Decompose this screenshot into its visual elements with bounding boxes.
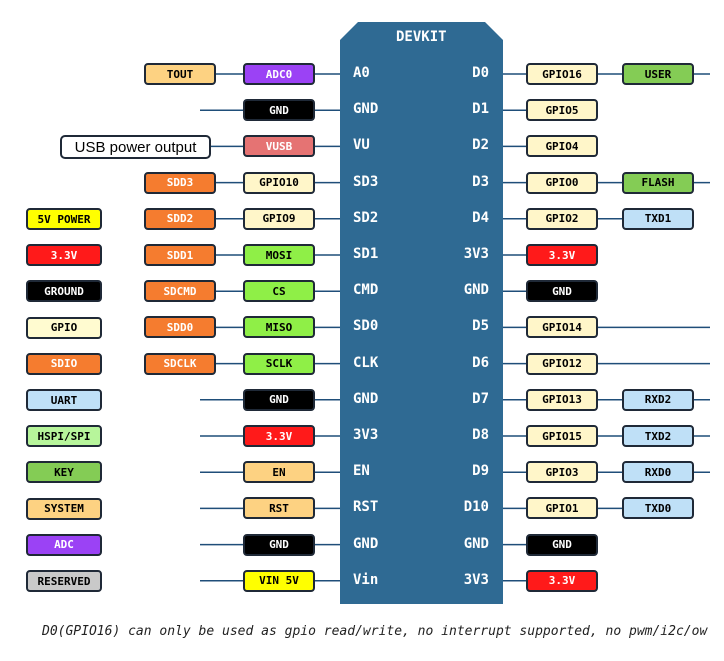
usb-note: USB power output <box>60 135 211 159</box>
left-pin-tag: MOSI <box>243 244 315 266</box>
left-pin-label: CLK <box>353 354 379 371</box>
right-pin-tag: GPIO13 <box>526 388 598 411</box>
left-pin-label: Vin <box>353 571 379 588</box>
left-pin-tag: VUSB <box>243 135 315 158</box>
right-pin-label: GND <box>463 535 489 552</box>
right-pin-tag: 3.3V <box>526 569 598 592</box>
board-title: DEVKIT <box>396 29 447 45</box>
left-pin-label: SD3 <box>353 173 379 190</box>
left-pin-label: A0 <box>353 65 370 81</box>
right-pin-label: GND <box>463 282 489 299</box>
left-pin-tag: SCLK <box>243 352 315 375</box>
left-alt-tag: SDD1 <box>144 244 216 266</box>
right-pin-label: 3V3 <box>463 246 489 262</box>
right-pin-tag: GPIO1 <box>526 497 598 520</box>
right-pin-label: D0 <box>472 65 489 81</box>
left-pin-label: 3V3 <box>353 427 379 443</box>
left-pin-tag: GND <box>243 533 315 556</box>
left-pin-tag: MISO <box>243 316 315 339</box>
right-pin-tag: GPIO0 <box>526 171 598 194</box>
right-pin-label: D10 <box>463 499 489 516</box>
right-alt-tag: TXD0 <box>622 497 694 520</box>
right-alt-tag: TXD1 <box>622 207 694 230</box>
right-alt-tag: RXD0 <box>622 461 694 484</box>
left-pin-tag: ADC0 <box>243 63 315 85</box>
left-pin-label: GND <box>353 390 379 407</box>
left-pin-label: SD2 <box>353 209 379 226</box>
right-pin-tag: GPIO5 <box>526 99 598 122</box>
right-pin-label: D5 <box>472 318 489 335</box>
legend-item: KEY <box>26 461 102 484</box>
footnote: D0(GPIO16) can only be used as gpio read… <box>42 624 708 639</box>
right-pin-tag: GPIO14 <box>526 316 598 339</box>
left-pin-tag: GND <box>243 99 315 122</box>
legend-item: 5V POWER <box>26 208 102 230</box>
right-pin-tag: 3.3V <box>526 244 598 266</box>
left-alt-tag: SDCMD <box>144 280 216 303</box>
right-pin-label: D3 <box>472 173 489 190</box>
left-pin-label: VU <box>353 137 370 154</box>
right-pin-tag: GND <box>526 533 598 556</box>
left-pin-tag: 3.3V <box>243 425 315 447</box>
right-pin-tag: GPIO15 <box>526 425 598 447</box>
right-pin-label: 3V3 <box>463 571 489 588</box>
left-pin-label: SD1 <box>353 246 379 262</box>
legend-item: ADC <box>26 533 102 556</box>
right-alt-tag: RXD2 <box>622 388 694 411</box>
right-pin-label: D1 <box>472 101 489 118</box>
legend-item: GROUND <box>26 280 102 303</box>
legend-item: GPIO <box>26 316 102 339</box>
left-alt-tag: SDD2 <box>144 207 216 230</box>
right-pin-tag: GPIO16 <box>526 63 598 85</box>
left-alt-tag: SDD0 <box>144 316 216 339</box>
left-pin-label: GND <box>353 535 379 552</box>
right-pin-tag: GPIO4 <box>526 135 598 158</box>
left-pin-tag: VIN 5V <box>243 569 315 592</box>
left-pin-label: EN <box>353 463 370 480</box>
right-alt-tag: USER <box>622 63 694 85</box>
left-pin-tag: GPIO10 <box>243 171 315 194</box>
legend-item: RESERVED <box>26 570 102 592</box>
right-pin-label: D4 <box>472 209 489 226</box>
left-pin-label: RST <box>353 499 379 516</box>
right-alt-tag: FLASH <box>622 171 694 194</box>
left-pin-label: GND <box>353 101 379 118</box>
left-pin-tag: EN <box>243 461 315 484</box>
right-pin-label: D2 <box>472 137 489 154</box>
right-pin-tag: GND <box>526 280 598 303</box>
right-pin-tag: GPIO12 <box>526 352 598 375</box>
right-pin-label: D9 <box>472 463 489 480</box>
left-pin-tag: RST <box>243 497 315 520</box>
board-body <box>340 22 503 604</box>
left-pin-tag: GND <box>243 388 315 411</box>
left-alt-tag: SDCLK <box>144 352 216 375</box>
left-pin-label: CMD <box>353 282 379 299</box>
right-pin-label: D8 <box>472 427 489 443</box>
right-pin-label: D6 <box>472 354 489 371</box>
legend-item: 3.3V <box>26 244 102 267</box>
right-alt-tag: TXD2 <box>622 425 694 447</box>
legend-item: UART <box>26 389 102 411</box>
legend-item: SDIO <box>26 352 102 375</box>
left-pin-label: SD0 <box>353 318 379 335</box>
left-alt-tag: SDD3 <box>144 171 216 194</box>
left-alt-tag: TOUT <box>144 63 216 85</box>
right-pin-label: D7 <box>472 390 489 407</box>
legend-item: SYSTEM <box>26 497 102 520</box>
legend-item: HSPI/SPI <box>26 425 102 448</box>
right-pin-tag: GPIO3 <box>526 461 598 484</box>
right-pin-tag: GPIO2 <box>526 207 598 230</box>
left-pin-tag: CS <box>243 280 315 303</box>
left-pin-tag: GPIO9 <box>243 207 315 230</box>
